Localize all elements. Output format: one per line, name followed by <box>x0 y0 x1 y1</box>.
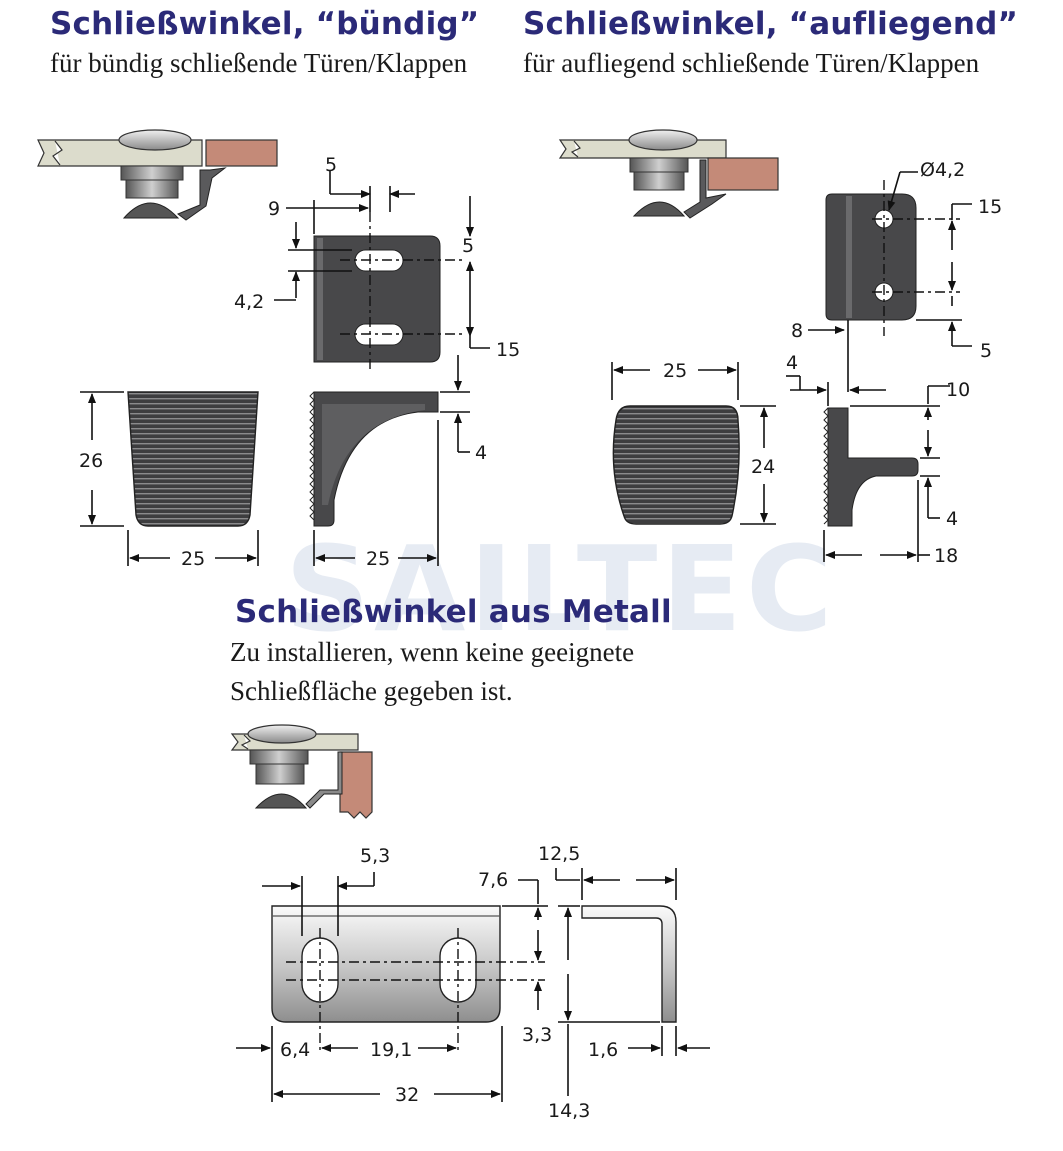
overlay-dim-8: 8 <box>791 320 803 342</box>
flush-dim-4-2: 4,2 <box>234 291 264 313</box>
metal-plate-front-view <box>271 905 545 1050</box>
metal-dim-3-3: 3,3 <box>522 1024 552 1046</box>
sailtec-watermark: SAILTEC <box>285 520 837 658</box>
flush-dim-26: 26 <box>79 450 103 472</box>
flush-subtitle: für bündig schließende Türen/Klappen <box>50 48 468 78</box>
flush-dim-9: 9 <box>268 198 280 220</box>
metal-description-line1: Zu installieren, wenn keine geeignete <box>230 637 635 667</box>
metal-angle-side-view <box>581 905 677 1023</box>
flush-dim-5: 5 <box>325 154 337 176</box>
overlay-subtitle: für aufliegend schließende Türen/Klappen <box>523 48 980 78</box>
flush-dim-4: 4 <box>475 442 487 464</box>
overlay-dim-hole: Ø4,2 <box>920 159 965 181</box>
flush-angle-dimensions: 4 25 <box>313 355 487 570</box>
metal-dim-6-4: 6,4 <box>280 1039 310 1061</box>
overlay-dim-5: 5 <box>980 340 992 362</box>
overlay-plate-dimensions: Ø4,2 15 5 8 <box>791 159 1002 392</box>
metal-title: Schließwinkel aus Metall <box>235 594 672 630</box>
overlay-plate-front-view <box>825 180 960 336</box>
metal-description-line2: Schließfläche gegeben ist. <box>230 676 513 706</box>
overlay-mount-illustration <box>558 129 779 219</box>
flush-dim-5b: 5 <box>462 235 474 257</box>
overlay-dim-24: 24 <box>751 456 775 478</box>
overlay-dim-4b: 4 <box>946 508 958 530</box>
flush-mount-illustration <box>37 129 278 221</box>
metal-plate-dimensions: 5,3 7,6 3,3 6,4 19,1 32 <box>236 845 552 1106</box>
flush-plate-dimensions: 5 9 5 4,2 15 <box>234 154 520 361</box>
metal-dim-32: 32 <box>395 1084 419 1106</box>
overlay-block-dimensions: 25 24 <box>611 360 776 525</box>
flush-dim-25b: 25 <box>366 548 390 570</box>
flush-angle-side-view <box>309 391 439 527</box>
flush-plate-front-view <box>313 212 465 372</box>
overlay-dim-10: 10 <box>946 379 970 401</box>
overlay-dim-15: 15 <box>978 196 1002 218</box>
flush-dim-25a: 25 <box>181 548 205 570</box>
metal-dim-12-5: 12,5 <box>538 843 580 865</box>
overlay-dim-25: 25 <box>663 360 687 382</box>
flush-dim-15: 15 <box>496 339 520 361</box>
metal-mount-illustration <box>230 724 373 819</box>
overlay-angle-side-view <box>823 407 919 527</box>
overlay-dim-18: 18 <box>934 545 958 567</box>
metal-dim-7-6: 7,6 <box>478 869 508 891</box>
metal-dim-19-1: 19,1 <box>370 1039 412 1061</box>
overlay-title: Schließwinkel, “aufliegend” <box>523 6 1019 42</box>
overlay-angle-dimensions: 4 10 4 18 <box>786 352 970 567</box>
metal-dim-1-6: 1,6 <box>588 1039 618 1061</box>
flush-block-dimensions: 26 25 <box>79 391 259 570</box>
flush-ribbed-catch <box>127 391 259 527</box>
flush-title: Schließwinkel, “bündig” <box>50 6 480 42</box>
overlay-ribbed-catch <box>612 405 740 525</box>
overlay-dim-4a: 4 <box>786 352 798 374</box>
metal-dim-5-3: 5,3 <box>360 845 390 867</box>
metal-dim-14-3: 14,3 <box>548 1100 590 1122</box>
metal-side-dimensions: 12,5 14,3 1,6 <box>538 843 710 1122</box>
